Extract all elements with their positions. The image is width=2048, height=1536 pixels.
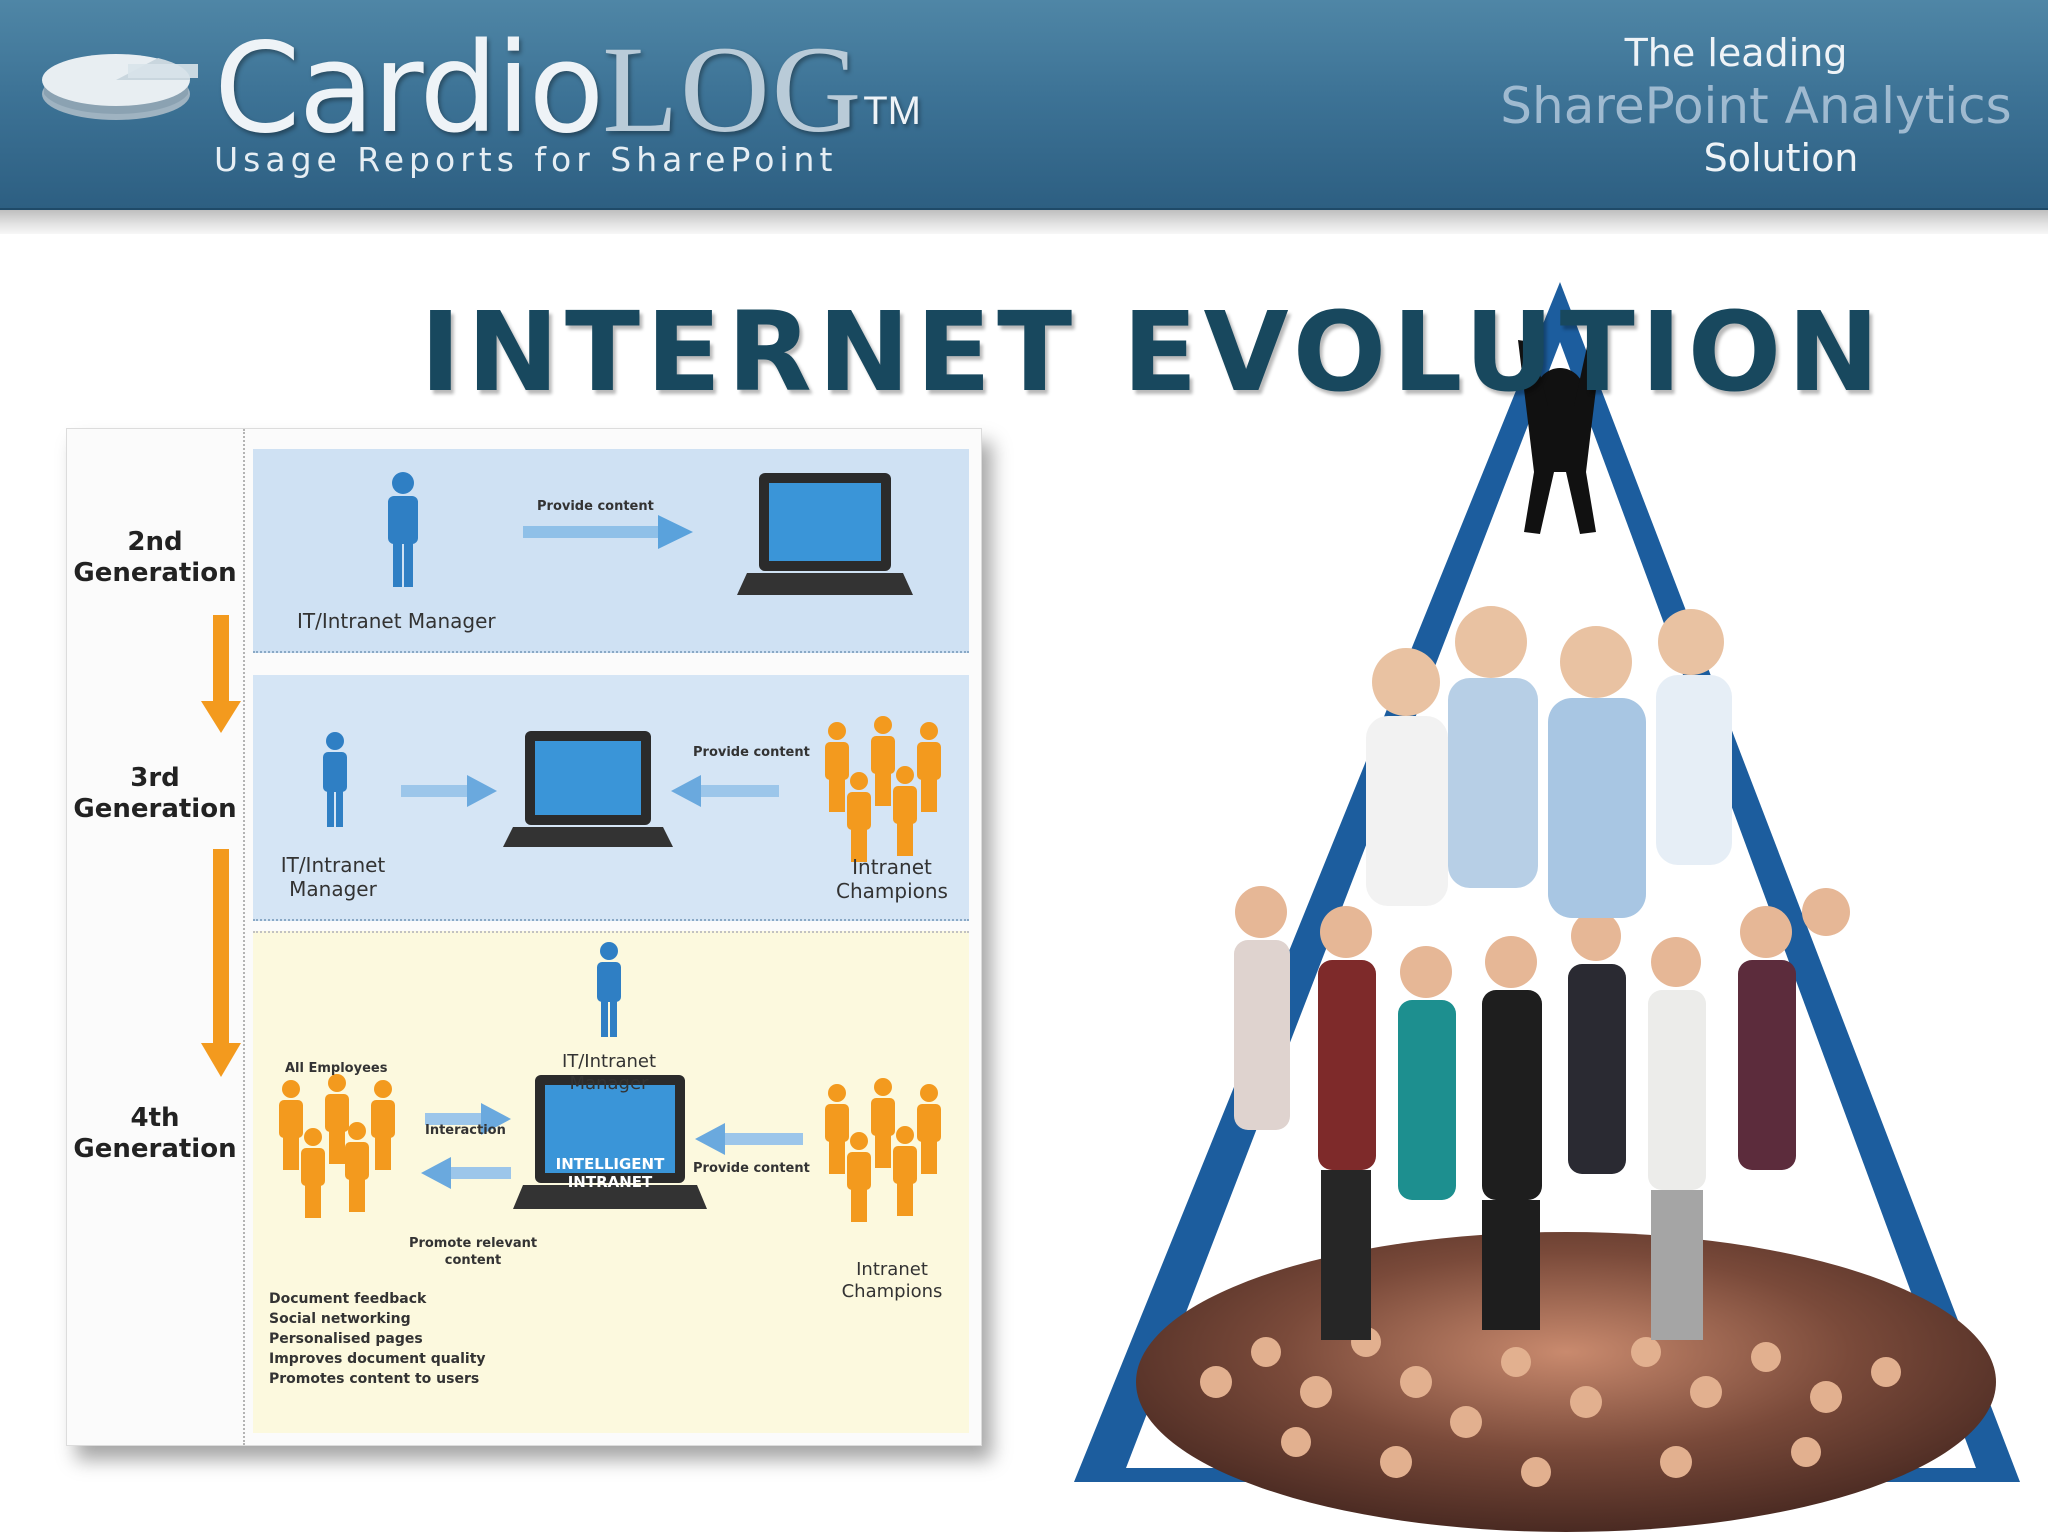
gen3-graphics [323, 716, 941, 862]
promote-label-line1: Promote relevant [408, 1236, 538, 1251]
generation-number: 3rd [130, 763, 180, 793]
feature-list: Document feedback Social networking Pers… [269, 1289, 486, 1389]
logo-tagline: Usage Reports for SharePoint [214, 140, 838, 179]
all-employees-label: All Employees [285, 1061, 388, 1076]
gen2-graphics [388, 472, 913, 595]
provide-content-label: Provide content [537, 499, 654, 514]
champions-label-line1: Intranet [856, 1259, 928, 1280]
right-arrow-icon [425, 1103, 511, 1135]
manager-label: IT/Intranet Manager [273, 853, 393, 901]
laptop-icon [503, 731, 673, 847]
generation-word: Generation [73, 794, 237, 824]
champions-label-line2: Champions [836, 879, 948, 903]
manager-label-line2: Manager [289, 877, 377, 901]
logo-cardio: Cardio [214, 17, 604, 161]
intelligent-intranet-screen: INTELLIGENT INTRANET [545, 1155, 675, 1191]
champions-label-line1: Intranet [852, 855, 932, 879]
header-banner: CardioLOGTM Usage Reports for SharePoint… [0, 0, 2048, 210]
people-orange-icon [825, 716, 941, 862]
generation-word: Generation [73, 558, 237, 588]
champions-label: Intranet Champions [827, 1259, 957, 1303]
generation-word: Generation [73, 1134, 237, 1164]
logo-trademark: TM [863, 89, 922, 133]
right-arrow-icon [401, 775, 497, 807]
top-people [1366, 606, 1732, 918]
interaction-label: Interaction [425, 1123, 506, 1138]
person-blue-icon [597, 942, 621, 1037]
tagline-line-3: Solution [1703, 136, 1859, 180]
screen-line1: INTELLIGENT [555, 1155, 665, 1173]
people-orange-icon [825, 1078, 941, 1222]
list-item: Document feedback [269, 1291, 427, 1307]
pie-chart-logo-icon [42, 54, 198, 120]
logo-wordmark: CardioLOGTM [214, 14, 921, 165]
manager-label-line2: Manager [569, 1073, 649, 1094]
list-item: Promotes content to users [269, 1371, 480, 1387]
promote-label-line2: content [444, 1253, 502, 1268]
list-item: Improves document quality [269, 1351, 486, 1367]
screen-line2: INTRANET [567, 1173, 653, 1191]
provide-content-label: Provide content [693, 1161, 810, 1176]
people-group [1234, 886, 1850, 1340]
laptop-icon [513, 1075, 707, 1209]
people-orange-icon [279, 1074, 395, 1218]
manager-label: IT/Intranet Manager [549, 1051, 669, 1095]
page-title: Internet Evolution [420, 288, 1886, 416]
header-divider [0, 210, 2048, 234]
generation-number: 2nd [127, 527, 183, 557]
list-item: Personalised pages [269, 1331, 423, 1347]
panel-4th-generation: All Employees IT/Intranet Manager Intera… [253, 931, 969, 1433]
generation-number: 4th [130, 1103, 180, 1133]
manager-label: IT/Intranet Manager [297, 609, 496, 633]
header-tagline: The leading SharePoint Analytics Solutio… [1496, 28, 2016, 182]
manager-label-line1: IT/Intranet [561, 1051, 657, 1072]
panel-3rd-generation: Provide content IT/Intranet Manager Intr… [253, 675, 969, 921]
tagline-line-1: The leading [1624, 31, 1848, 75]
promote-label: Promote relevant content [393, 1235, 553, 1269]
generation-label-2nd: 2nd Generation [67, 527, 243, 589]
laptop-icon [737, 473, 913, 595]
down-arrow-icon [201, 849, 241, 1077]
panel-2nd-generation: Provide content IT/Intranet Manager [253, 449, 969, 653]
left-arrow-icon [671, 775, 779, 807]
person-blue-icon [323, 732, 347, 827]
tagline-line-2: SharePoint Analytics [1500, 77, 2012, 135]
generation-label-3rd: 3rd Generation [67, 763, 243, 825]
pyramid-illustration [1074, 282, 2020, 1532]
silhouette-person-icon [1518, 340, 1602, 534]
left-arrow-icon [421, 1157, 511, 1189]
generation-label-4th: 4th Generation [67, 1103, 243, 1165]
generation-column: 2nd Generation 3rd Generation 4th Genera… [67, 429, 245, 1445]
gen4-graphics [279, 942, 941, 1222]
champions-label: Intranet Champions [827, 855, 957, 903]
logo-log: LOG [602, 21, 864, 158]
person-blue-icon [388, 472, 418, 587]
champions-label-line2: Champions [841, 1281, 943, 1302]
down-arrow-icon [201, 615, 241, 733]
right-arrow-icon [523, 515, 693, 549]
generations-diagram: 2nd Generation 3rd Generation 4th Genera… [66, 428, 982, 1446]
provide-content-label: Provide content [693, 745, 810, 760]
crowd-image [1136, 1232, 1996, 1532]
left-arrow-icon [695, 1123, 803, 1155]
manager-label-line1: IT/Intranet [280, 853, 386, 877]
list-item: Social networking [269, 1311, 411, 1327]
